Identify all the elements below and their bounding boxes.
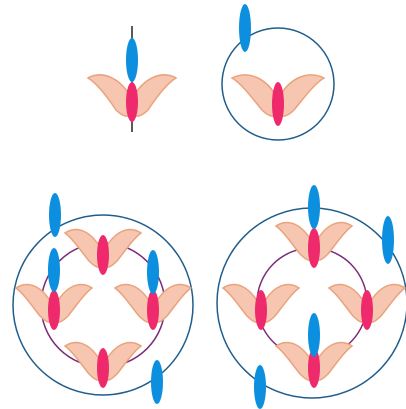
pink-ellipse [272,82,284,126]
blue-marker [239,4,251,52]
flower-top [276,223,352,268]
panel-top-left [88,26,176,132]
right-petal [316,343,352,381]
blue-marker [126,38,138,82]
flower [232,75,324,126]
left-petal [88,75,130,116]
pink-ellipse [48,290,60,330]
right-petal [105,230,141,268]
flower-left [223,285,299,330]
pink-ellipse [97,235,109,275]
left-petal [65,343,101,381]
left-petal [115,285,151,323]
left-petal [16,285,52,323]
pink-ellipse [97,348,109,388]
right-petal [280,75,324,116]
blue-marker [308,313,320,357]
panel-bottom-left [13,193,193,404]
left-petal [65,230,101,268]
blue-marker [48,248,60,292]
right-petal [155,285,191,323]
blue-marker [308,185,320,229]
left-petal [276,343,312,381]
blue-marker [147,250,159,294]
pink-ellipse [147,290,159,330]
right-petal [56,285,92,323]
flower-bottom [65,343,141,388]
pink-ellipse [308,228,320,268]
flower-right [329,285,405,330]
blue-marker [254,365,266,409]
pink-ellipse [361,290,373,330]
left-petal [232,75,276,116]
panel-bottom-right [217,185,406,409]
pink-ellipse [255,290,267,330]
right-petal [369,285,405,323]
blue-marker [49,193,61,237]
left-petal [276,223,312,261]
right-petal [105,343,141,381]
panel-top-right [222,4,334,140]
left-petal [329,285,365,323]
blue-marker [151,360,163,404]
right-petal [263,285,299,323]
blue-marker [382,216,394,264]
right-petal [134,75,176,116]
left-petal [223,285,259,323]
flower-top [65,230,141,275]
pink-ellipse [126,82,138,122]
right-petal [316,223,352,261]
